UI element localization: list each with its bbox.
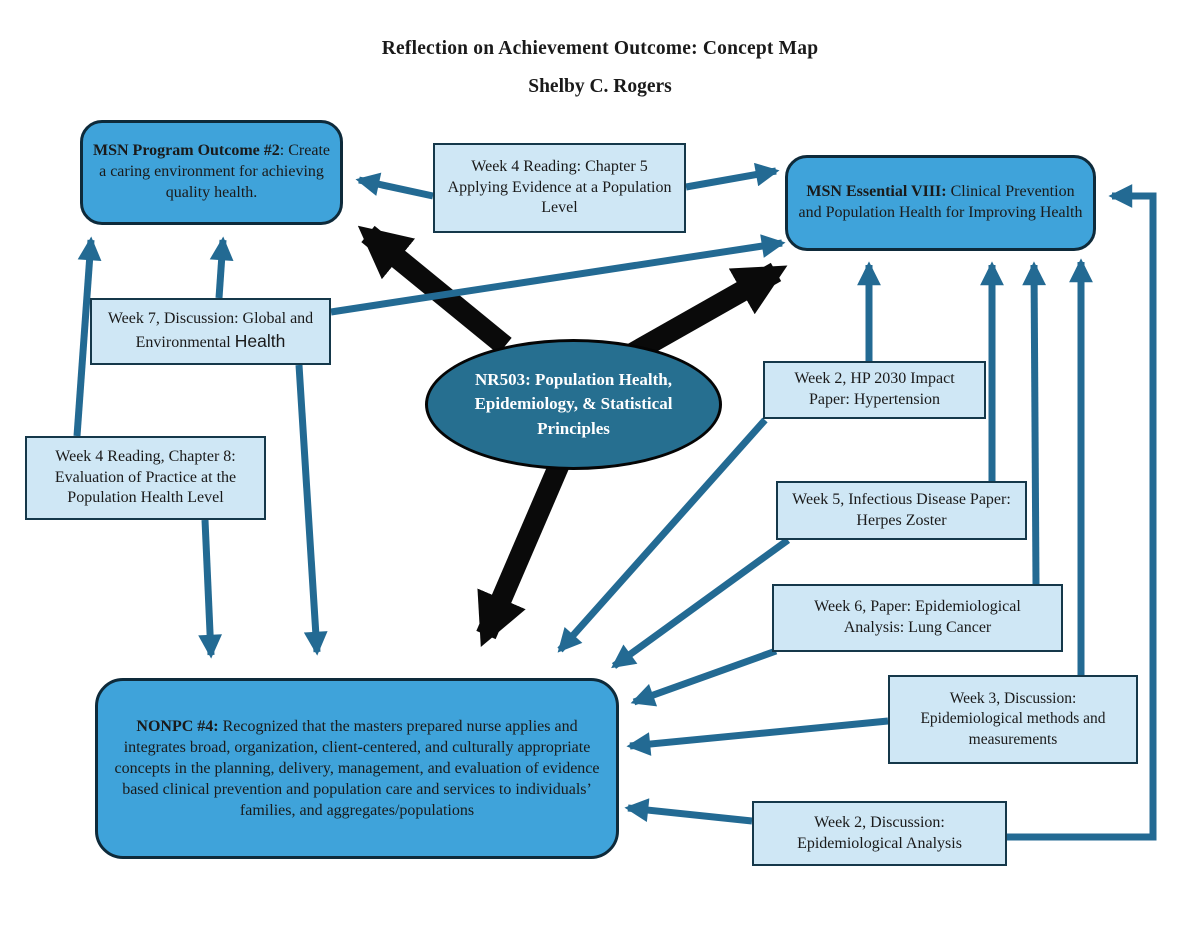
node-week4-reading-ch8: Week 4 Reading, Chapter 8: Evaluation of… <box>25 436 266 520</box>
arrow-week4ch5-to-outcome2 <box>355 172 434 200</box>
arrow-week3-to-nonpc <box>626 717 889 756</box>
node-week5-infectious-disease-paper-text: Week 5, Infectious Disease Paper: Herpes… <box>792 490 1011 529</box>
node-week7-discussion-text: Week 7, Discussion: Global and Environme… <box>107 310 314 351</box>
node-week4-reading-ch8-text: Week 4 Reading, Chapter 8: Evaluation of… <box>54 447 237 507</box>
arrow-week2disc-to-nonpc <box>624 798 753 825</box>
node-week2-discussion-text: Week 2, Discussion: Epidemiological Anal… <box>797 813 962 852</box>
node-week6-epidemiological-analysis-paper-text: Week 6, Paper: Epidemiological Analysis:… <box>814 598 1021 636</box>
node-msn-essential-viii-text: MSN Essential VIII: Clinical Prevention … <box>798 183 1083 221</box>
arrow-week2disc-to-essential8 <box>1007 184 1157 841</box>
node-week7-discussion: Week 7, Discussion: Global and Environme… <box>90 298 331 365</box>
node-week5-infectious-disease-paper: Week 5, Infectious Disease Paper: Herpes… <box>776 481 1027 540</box>
node-msn-essential-viii: MSN Essential VIII: Clinical Prevention … <box>785 155 1096 251</box>
node-week4-reading-ch5-text: Week 4 Reading: Chapter 5 Applying Evide… <box>447 157 672 217</box>
node-week4-reading-ch5: Week 4 Reading: Chapter 5 Applying Evide… <box>433 143 686 233</box>
node-week2-discussion: Week 2, Discussion: Epidemiological Anal… <box>752 801 1007 866</box>
node-week2-hp2030-paper-text: Week 2, HP 2030 Impact Paper: Hypertensi… <box>794 370 955 408</box>
node-nr503-center: NR503: Population Health, Epidemiology, … <box>425 339 722 470</box>
node-nr503-center-text: NR503: Population Health, Epidemiology, … <box>474 369 673 438</box>
arrow-week7-to-nonpc <box>295 364 328 656</box>
arrow-week4ch8-to-nonpc <box>198 519 222 659</box>
node-nonpc-4: NONPC #4: Recognized that the masters pr… <box>95 678 619 859</box>
page-title: Reflection on Achievement Outcome: Conce… <box>381 38 819 59</box>
node-week3-discussion-text: Week 3, Discussion: Epidemiological meth… <box>920 690 1106 748</box>
node-week6-epidemiological-analysis-paper: Week 6, Paper: Epidemiological Analysis:… <box>772 584 1063 652</box>
arrow-week7-to-essential8 <box>330 234 786 316</box>
node-nonpc-4-text: NONPC #4: Recognized that the masters pr… <box>114 717 600 820</box>
arrow-week6-to-essential8 <box>1022 261 1047 585</box>
arrow-week6-to-nonpc <box>630 647 778 707</box>
week7-health-word: Health <box>234 331 286 351</box>
arrow-week4ch8-to-outcome2 <box>73 236 102 437</box>
node-msn-program-outcome-2-text: MSN Program Outcome #2: Create a caring … <box>93 142 330 201</box>
node-week3-discussion: Week 3, Discussion: Epidemiological meth… <box>888 675 1138 764</box>
arrow-week2hp-to-nonpc <box>557 417 768 653</box>
page-subtitle: Shelby C. Rogers <box>528 76 672 97</box>
arrow-center-to-essential8 <box>627 262 788 363</box>
arrow-week5-to-nonpc <box>611 537 791 669</box>
node-msn-program-outcome-2: MSN Program Outcome #2: Create a caring … <box>80 120 343 225</box>
node-week2-hp2030-paper: Week 2, HP 2030 Impact Paper: Hypertensi… <box>763 361 986 419</box>
arrow-week4ch5-to-essential8 <box>685 162 780 191</box>
arrow-week7-to-outcome2 <box>209 236 234 299</box>
arrow-center-to-outcome2 <box>357 225 512 355</box>
arrow-center-to-nonpc <box>476 458 570 648</box>
